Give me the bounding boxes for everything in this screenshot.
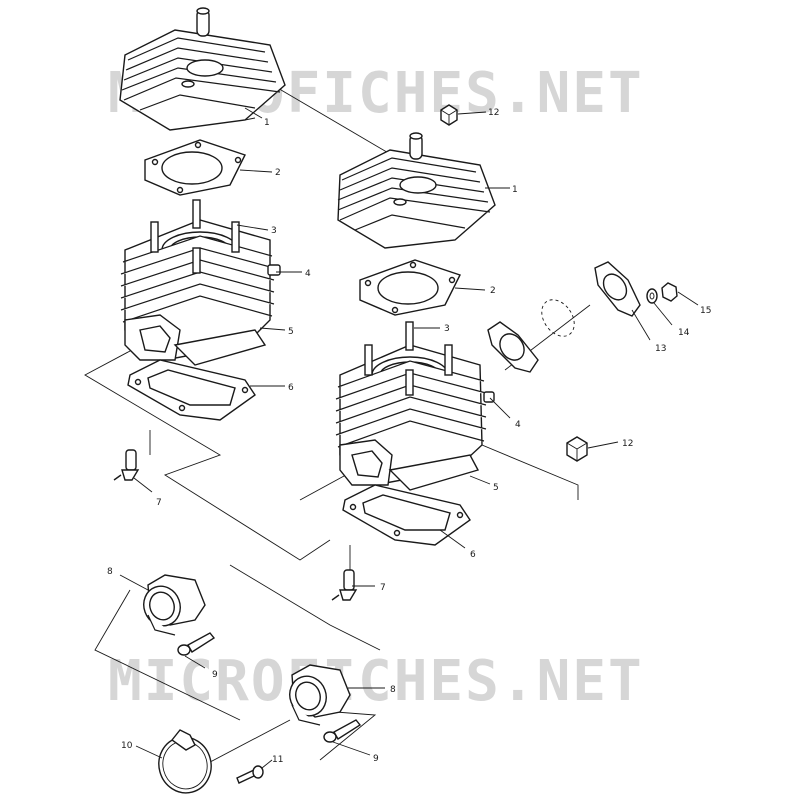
cylinder-head-left bbox=[119, 7, 286, 131]
nut-15 bbox=[661, 282, 678, 302]
cylinder-right bbox=[335, 321, 495, 491]
leader-lines bbox=[119, 107, 699, 769]
callout-15: 15 bbox=[700, 306, 711, 316]
callout-1-right: 1 bbox=[512, 185, 518, 195]
callout-14: 14 bbox=[678, 328, 690, 338]
callout-12-right: 12 bbox=[622, 439, 633, 449]
callout-2-right: 2 bbox=[490, 286, 496, 296]
callout-3-right: 3 bbox=[444, 324, 450, 334]
head-gasket-left bbox=[144, 139, 246, 196]
exhaust-gasket-dashed bbox=[541, 299, 575, 337]
callout-8-left: 8 bbox=[107, 567, 113, 577]
fitting-right bbox=[331, 569, 358, 601]
callout-1-left: 1 bbox=[264, 118, 270, 128]
callout-12-top: 12 bbox=[488, 108, 499, 118]
callout-9-left: 9 bbox=[212, 670, 218, 680]
callout-7-right: 7 bbox=[380, 583, 386, 593]
callout-9-right: 9 bbox=[373, 754, 379, 764]
fitting-left bbox=[113, 449, 140, 481]
nut-12-right bbox=[566, 436, 588, 462]
callout-10: 10 bbox=[121, 741, 133, 751]
callout-11: 11 bbox=[272, 755, 283, 765]
callout-4-left: 4 bbox=[305, 269, 311, 279]
intake-adapter-right bbox=[289, 664, 351, 726]
callout-13: 13 bbox=[655, 344, 666, 354]
head-gasket-right bbox=[359, 259, 461, 316]
cylinder-head-right bbox=[337, 132, 496, 249]
callout-4-right: 4 bbox=[515, 420, 521, 430]
nut-12-top bbox=[440, 104, 458, 126]
callout-5-right: 5 bbox=[493, 483, 499, 493]
bolt-9-left bbox=[177, 632, 216, 656]
callout-2-left: 2 bbox=[275, 168, 281, 178]
callout-numbers: 1 1 2 2 3 3 4 4 5 5 6 6 7 7 8 8 9 9 10 1… bbox=[107, 108, 711, 765]
callout-3-left: 3 bbox=[271, 226, 277, 236]
clamp-10 bbox=[158, 729, 212, 794]
base-gasket-right bbox=[342, 484, 471, 546]
callout-5-left: 5 bbox=[288, 327, 294, 337]
callout-7-left: 7 bbox=[156, 498, 162, 508]
screw-11 bbox=[236, 765, 264, 784]
intake-adapter-left bbox=[143, 574, 206, 636]
callout-6-left: 6 bbox=[288, 383, 294, 393]
washer-14 bbox=[646, 288, 658, 304]
callout-6-right: 6 bbox=[470, 550, 476, 560]
bolt-9-right bbox=[323, 719, 362, 743]
base-gasket-left bbox=[127, 359, 256, 421]
exhaust-flange-13 bbox=[594, 261, 641, 317]
watermark-bottom: MICROFICHES.NET bbox=[108, 649, 644, 714]
exhaust-gasket-flange bbox=[487, 321, 539, 373]
cylinder-left bbox=[120, 199, 281, 366]
callout-8-right: 8 bbox=[390, 685, 396, 695]
